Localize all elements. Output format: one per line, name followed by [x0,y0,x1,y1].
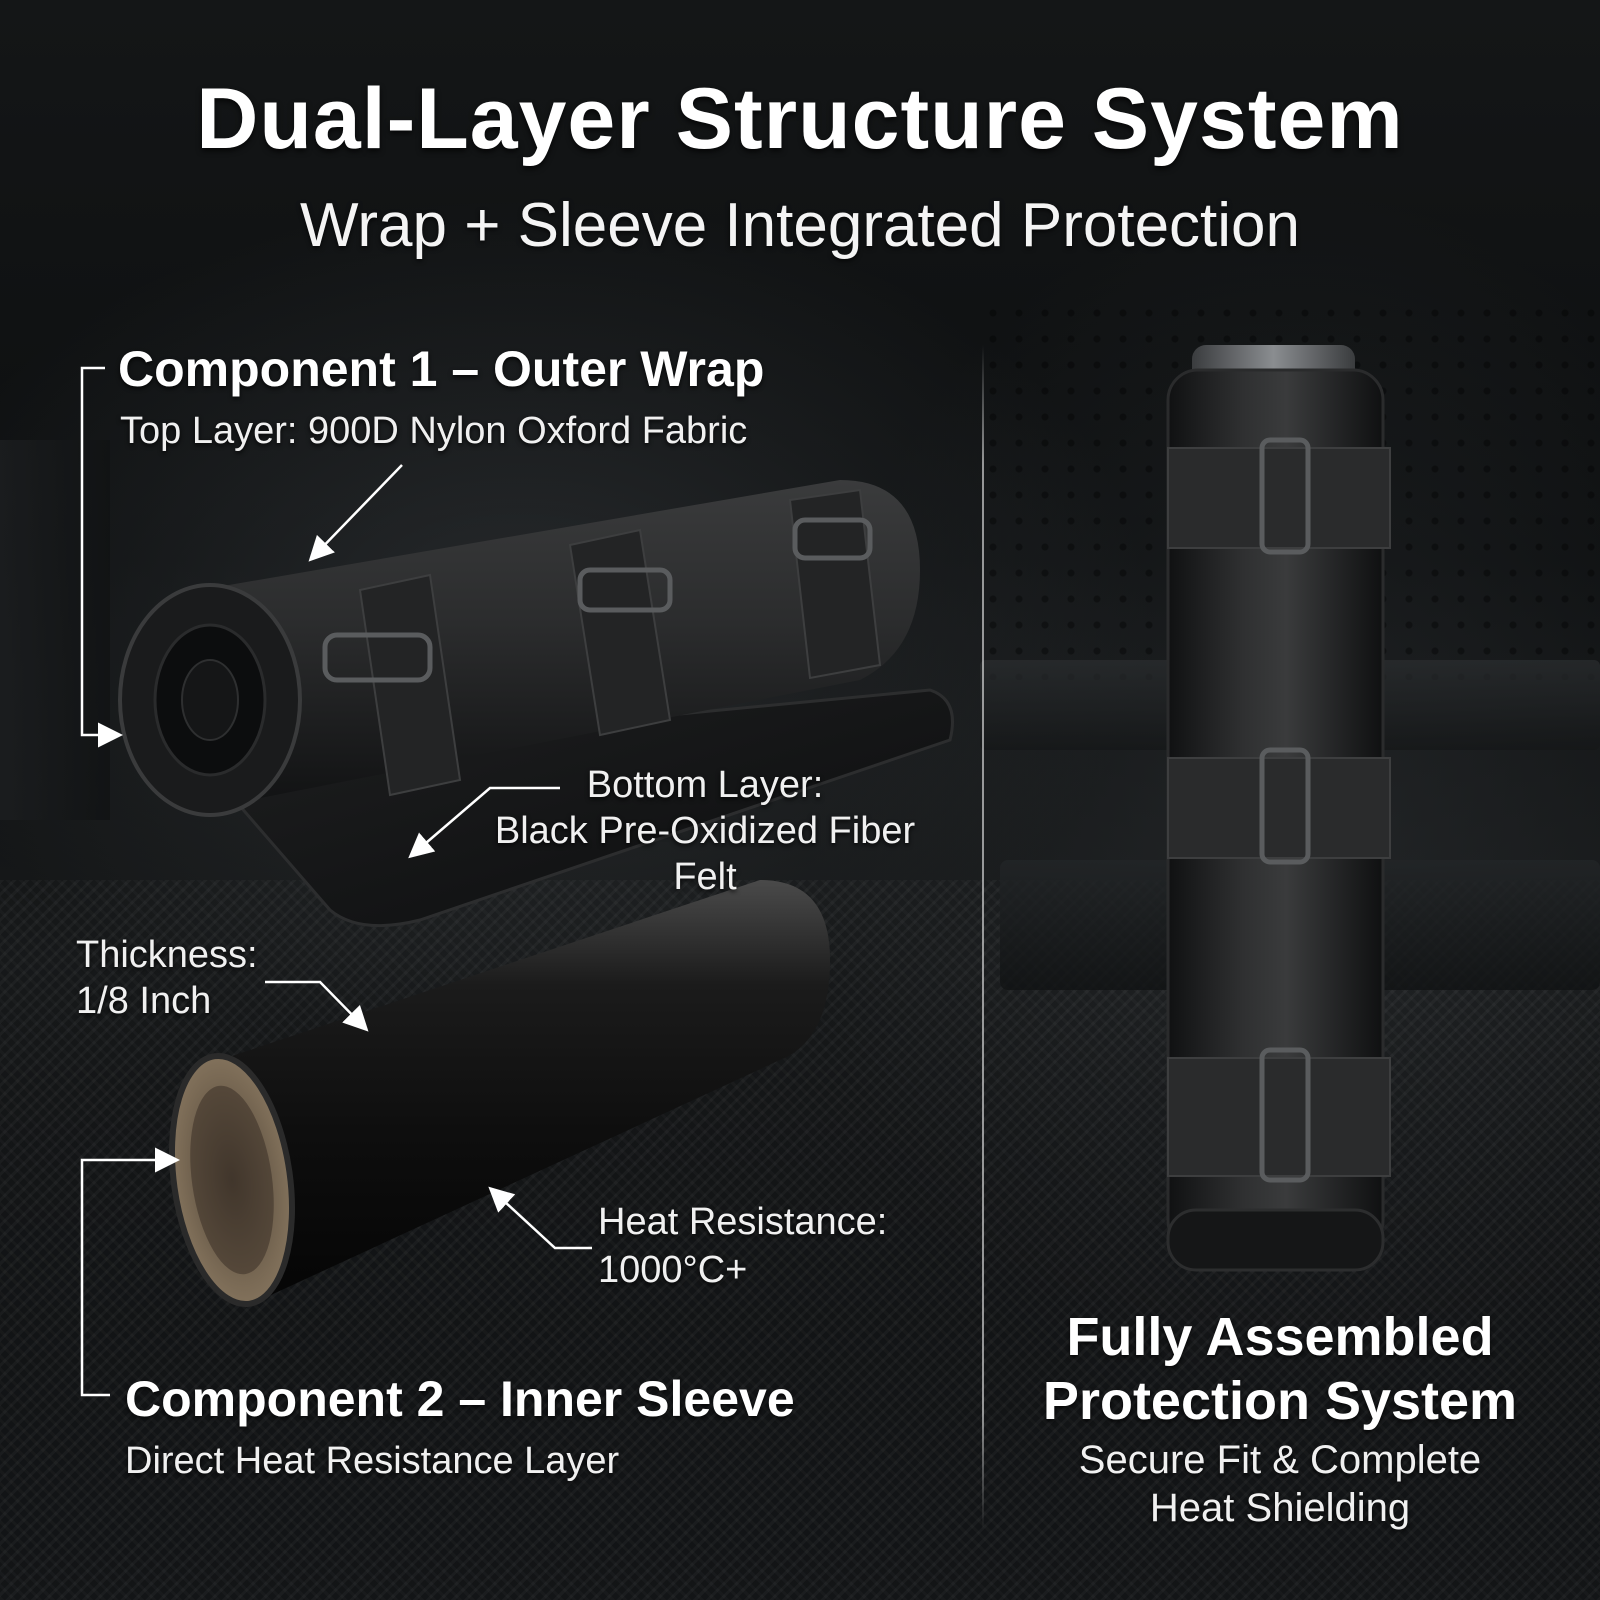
component2-title: Component 2 – Inner Sleeve [125,1371,795,1427]
bottom-layer-label: Bottom Layer: Black Pre-Oxidized Fiber F… [465,762,945,900]
d-ring-icon [1259,1047,1311,1183]
d-ring-icon [577,567,673,613]
assembled-tube [1166,345,1391,1272]
background-box [0,440,110,820]
page-title: Dual-Layer Structure System [196,71,1404,167]
bottom-layer-line2: Black Pre-Oxidized Fiber Felt [494,810,916,898]
bottom-layer-arrow [408,786,560,859]
page-subtitle: Wrap + Sleeve Integrated Protection [299,191,1301,260]
thickness-line1: Thickness: [76,934,258,976]
heat-resistance-arrow [488,1186,592,1250]
d-ring-icon [1259,747,1311,865]
component1-bracket-arrow [80,366,123,748]
component2-bracket-arrow [80,1147,180,1397]
top-layer-arrow [308,464,403,562]
component2-subtitle: Direct Heat Resistance Layer [125,1440,620,1482]
component1-title: Component 1 – Outer Wrap [118,341,765,397]
heat-resistance-line1: Heat Resistance: [598,1201,888,1243]
assembled-title-line1: Fully Assembled [1066,1307,1494,1367]
thickness-line2: 1/8 Inch [76,980,212,1022]
d-ring-icon [322,632,433,683]
d-ring-icon [1259,437,1311,555]
callout-lines [80,366,592,1397]
assembled-title: Fully Assembled Protection System [1000,1305,1560,1433]
inner-sleeve-tube [168,880,830,1308]
assembled-subtitle-line1: Secure Fit & Complete [1078,1438,1482,1482]
outer-wrap-roll [118,480,920,817]
bottom-layer-line1: Bottom Layer: [586,764,824,806]
section-divider [982,345,984,1530]
top-layer-label: Top Layer: 900D Nylon Oxford Fabric [120,410,748,452]
thickness-label: Thickness: 1/8 Inch [76,932,258,1024]
assembled-subtitle-line2: Heat Shielding [1149,1486,1411,1530]
d-ring-icon [792,517,873,561]
heat-resistance-label: Heat Resistance: 1000°C+ [598,1198,887,1294]
thickness-arrow [265,980,369,1032]
assembled-title-line2: Protection System [1042,1371,1518,1431]
heat-resistance-line2: 1000°C+ [598,1249,748,1291]
assembled-subtitle: Secure Fit & Complete Heat Shielding [1000,1436,1560,1532]
